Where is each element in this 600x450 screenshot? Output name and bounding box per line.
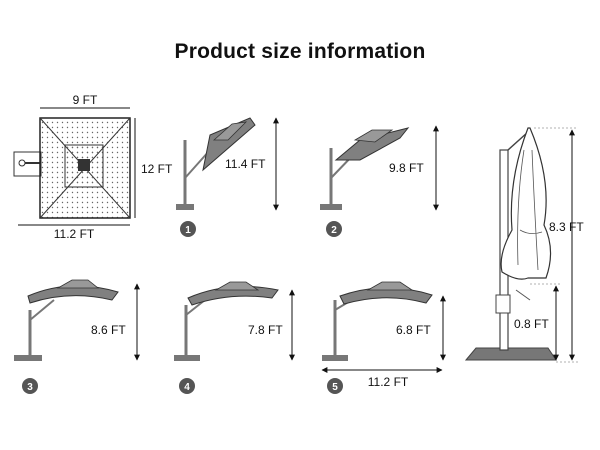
- position-3-badge: [22, 378, 38, 394]
- position-1-number: 1: [185, 225, 191, 236]
- top-width-label: 9 FT: [73, 93, 98, 107]
- position-1-badge: [180, 221, 196, 237]
- position-2-number: 2: [331, 225, 337, 236]
- umbrella-base: [320, 204, 342, 210]
- position-5-badge: [327, 378, 343, 394]
- umbrella-canopy-top: [214, 281, 260, 291]
- umbrella-arm: [29, 299, 55, 321]
- position-3-number: 3: [27, 382, 33, 393]
- canopy-folds: [517, 149, 543, 271]
- position-4-badge: [179, 378, 195, 394]
- position-4-number: 4: [184, 382, 190, 393]
- position-1-umbrella: 11.4 FT 1: [176, 117, 279, 237]
- page-title: Product size information: [174, 40, 426, 63]
- position-5-height: 6.8 FT: [396, 323, 431, 337]
- umbrella-base: [174, 355, 200, 361]
- umbrella-canopy: [202, 117, 256, 172]
- umbrella-base: [464, 347, 557, 361]
- umbrella-canopy-top: [212, 121, 248, 141]
- side-total-height: 8.3 FT: [549, 220, 584, 234]
- position-2-badge: [326, 221, 342, 237]
- umbrella-canopy-top: [366, 281, 414, 291]
- umbrella-arm: [507, 131, 529, 151]
- umbrella-base: [322, 355, 348, 361]
- umbrella-base: [14, 355, 42, 361]
- umbrella-canopy: [334, 127, 410, 161]
- umbrella-base: [176, 204, 194, 210]
- position-2-height: 9.8 FT: [389, 161, 424, 175]
- closed-canopy: [500, 127, 552, 280]
- position-5-umbrella: 6.8 FT 11.2 FT 5: [321, 281, 446, 394]
- umbrella-canopy-top: [56, 279, 100, 289]
- umbrella-canopy: [27, 285, 119, 304]
- top-height-label: 12 FT: [141, 162, 173, 176]
- span-label: 11.2 FT: [368, 375, 409, 389]
- crank-handle: [495, 294, 511, 314]
- canopy-hub: [78, 159, 90, 171]
- pole-cap: [18, 159, 26, 167]
- position-3-height: 8.6 FT: [91, 323, 126, 337]
- position-4-height: 7.8 FT: [248, 323, 283, 337]
- position-3-umbrella: 8.6 FT 3: [14, 279, 140, 394]
- position-4-umbrella: 7.8 FT 4: [174, 281, 295, 394]
- crank-lever: [515, 289, 531, 301]
- side-base-height: 0.8 FT: [514, 317, 549, 331]
- position-5-number: 5: [332, 382, 338, 393]
- top-view: 9 FT 12 FT 11.2 FT: [13, 93, 173, 241]
- side-view-closed: 8.3 FT 0.8 FT: [464, 127, 584, 363]
- position-1-height: 11.4 FT: [225, 157, 266, 171]
- position-2-umbrella: 9.8 FT 2: [320, 125, 439, 237]
- umbrella-canopy-top: [353, 129, 394, 143]
- top-diagonal-label: 11.2 FT: [54, 227, 95, 241]
